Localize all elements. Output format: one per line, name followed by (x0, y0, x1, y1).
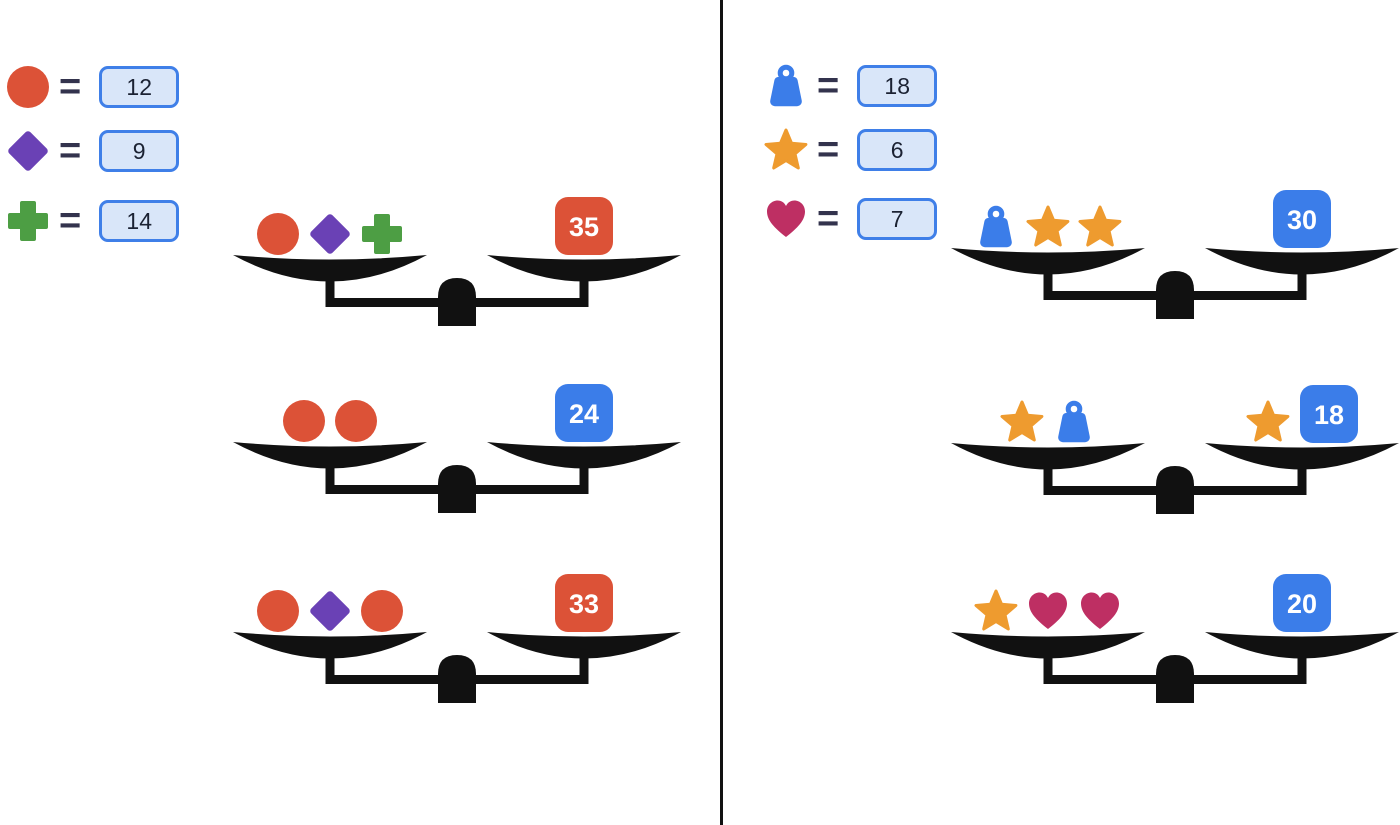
star-icon (1246, 400, 1290, 442)
star-icon (764, 128, 808, 172)
left-pan (233, 255, 427, 282)
right-pan (1205, 632, 1399, 659)
fulcrum (1156, 271, 1194, 319)
equals-sign: = (817, 129, 840, 171)
heart-icon (1081, 592, 1119, 629)
value-tile: 33 (555, 574, 613, 632)
value-tile: 20 (1273, 574, 1331, 632)
left-pan-post (1043, 639, 1053, 684)
weight-icon (1058, 400, 1090, 443)
right-pan (487, 255, 681, 282)
legend-value-input[interactable]: 7 (857, 198, 938, 240)
beam (1043, 486, 1307, 495)
diamond-icon (310, 214, 350, 254)
circle-icon (283, 400, 325, 442)
left-pan (951, 443, 1145, 470)
circle-icon (335, 400, 377, 442)
right-pan (487, 632, 681, 659)
circle-icon (257, 213, 299, 255)
fulcrum (1156, 466, 1194, 514)
equals-sign: = (817, 198, 840, 240)
equals-sign: = (817, 65, 840, 107)
diamond-icon (310, 591, 350, 631)
star-icon (974, 589, 1018, 631)
weight-icon (764, 64, 808, 108)
beam (1043, 675, 1307, 684)
left-pan-post (1043, 450, 1053, 495)
panel-divider (720, 0, 723, 825)
diamond-icon (6, 129, 50, 173)
value-tile: 18 (1300, 385, 1358, 443)
heart-icon (1029, 592, 1067, 629)
beam (325, 675, 589, 684)
legend-row: = 12 (6, 65, 180, 109)
beam (325, 485, 589, 494)
left-pan-post (325, 639, 335, 684)
star-icon (1000, 400, 1044, 442)
balance-scale: 30 (950, 185, 1400, 325)
balance-scale: 33 (232, 569, 682, 709)
tile-value: 35 (569, 212, 599, 242)
equals-sign: = (59, 66, 82, 108)
tile-value: 33 (569, 589, 599, 619)
tile-value: 20 (1287, 589, 1317, 619)
equals-sign: = (59, 130, 82, 172)
plus-icon (362, 214, 402, 254)
value-tile: 24 (555, 384, 613, 442)
plus-icon (6, 199, 50, 243)
tile-value: 18 (1314, 400, 1344, 430)
legend-value-input[interactable]: 6 (857, 129, 938, 171)
value-tile: 35 (555, 197, 613, 255)
left-pan (233, 442, 427, 469)
right-pan-post (579, 449, 589, 494)
right-pan-post (579, 639, 589, 684)
star-icon (1078, 205, 1122, 247)
left-pan-post (325, 262, 335, 307)
fulcrum (438, 278, 476, 326)
left-pan (233, 632, 427, 659)
left-pan-post (1043, 255, 1053, 300)
right-pan (1205, 443, 1399, 470)
legend-row: =6 (764, 128, 938, 172)
beam (1043, 291, 1307, 300)
right-pan (487, 442, 681, 469)
value-tile: 30 (1273, 190, 1331, 248)
star-icon (1026, 205, 1070, 247)
right-pan-post (579, 262, 589, 307)
circle-icon (6, 65, 50, 109)
legend-row: = 14 (6, 199, 180, 243)
balance-scale: 35 (232, 192, 682, 332)
legend-row: =7 (764, 197, 938, 241)
fulcrum (1156, 655, 1194, 703)
beam (325, 298, 589, 307)
circle-icon (361, 590, 403, 632)
legend-value-input[interactable]: 18 (857, 65, 938, 107)
left-pan (951, 632, 1145, 659)
legend-row: =9 (6, 129, 180, 173)
fulcrum (438, 465, 476, 513)
left-pan (951, 248, 1145, 275)
legend-value-input[interactable]: 14 (99, 200, 180, 242)
legend-row: = 18 (764, 64, 938, 108)
legend-value-input[interactable]: 9 (99, 130, 180, 172)
balance-scale: 20 (950, 569, 1400, 709)
right-pan-post (1297, 450, 1307, 495)
circle-icon (257, 590, 299, 632)
right-pan-post (1297, 255, 1307, 300)
left-pan-post (325, 449, 335, 494)
tile-value: 30 (1287, 205, 1317, 235)
legend-value-input[interactable]: 12 (99, 66, 180, 108)
weight-icon (980, 205, 1012, 248)
tile-value: 24 (569, 399, 599, 429)
balance-scale: 24 (232, 379, 682, 519)
fulcrum (438, 655, 476, 703)
balance-scale: 18 (950, 380, 1400, 520)
equals-sign: = (59, 200, 82, 242)
heart-icon (764, 197, 808, 241)
right-pan (1205, 248, 1399, 275)
right-pan-post (1297, 639, 1307, 684)
